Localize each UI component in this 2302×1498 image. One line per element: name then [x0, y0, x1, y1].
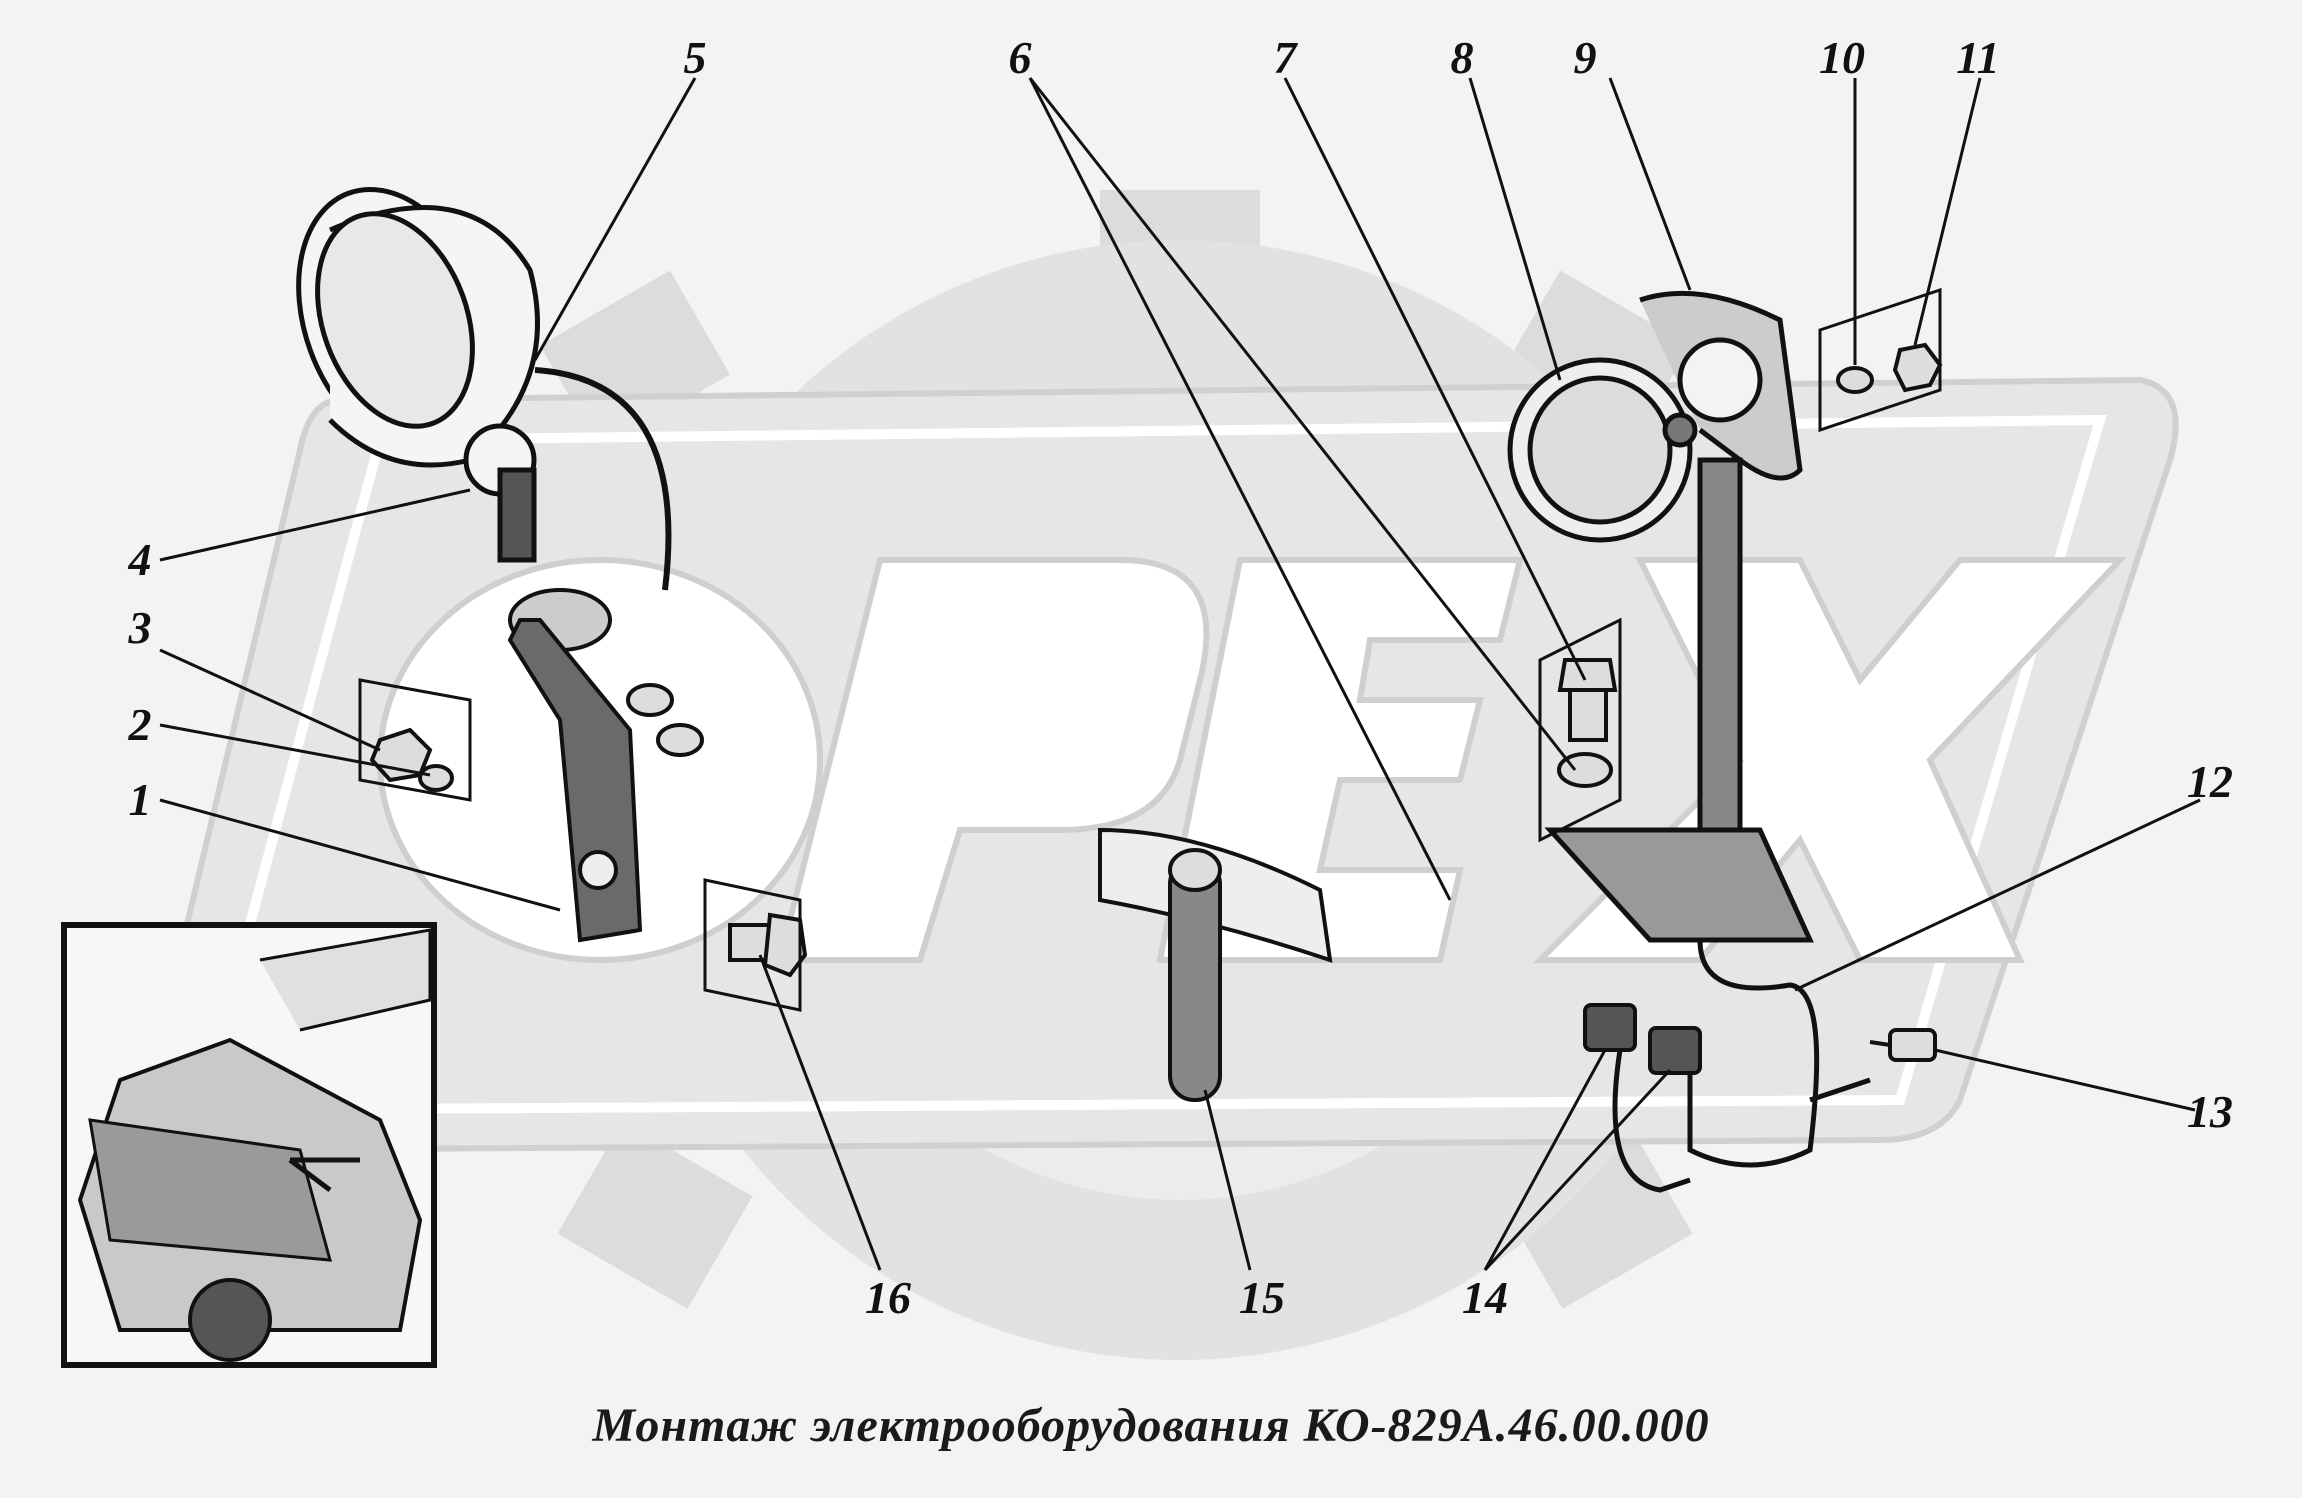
callout-13: 13 — [2187, 1086, 2233, 1137]
callout-12: 12 — [2187, 756, 2233, 807]
callout-8: 8 — [1450, 32, 1474, 83]
mounting-bracket — [507, 588, 704, 943]
callout-9: 9 — [1573, 32, 1597, 83]
bolt-7-washer-6 — [1557, 658, 1618, 788]
headlamp-cable — [534, 367, 672, 591]
callout-7: 7 — [1273, 32, 1297, 83]
callout-6: 6 — [1008, 32, 1032, 83]
headlamp — [296, 186, 540, 563]
callout-1: 1 — [128, 774, 152, 825]
callout-2: 2 — [128, 699, 152, 750]
callout-3: 3 — [128, 602, 152, 653]
callout-15: 15 — [1239, 1272, 1285, 1323]
connectors-14 — [1583, 1003, 1702, 1075]
explode-frame-nut — [1818, 287, 1942, 433]
callout-11: 11 — [1956, 32, 2000, 83]
leader-lines — [159, 77, 2201, 1272]
callout-14: 14 — [1462, 1272, 1508, 1323]
nut-washer-right — [1836, 342, 1943, 394]
bolt-16 — [728, 912, 808, 978]
callout-16: 16 — [865, 1272, 911, 1323]
wiring-harness — [1612, 939, 1871, 1193]
side-lamp-stand — [1507, 290, 1814, 943]
callout-5: 5 — [683, 32, 707, 83]
inset-truck-view — [61, 922, 437, 1368]
explode-frame-bolt — [703, 878, 802, 1012]
callout-10: 10 — [1819, 32, 1865, 83]
explode-frame-left — [358, 678, 472, 802]
plug-13 — [1869, 1028, 1937, 1062]
explode-frame-right — [1538, 617, 1622, 843]
diagram-caption: Монтаж электрооборудования КО-829А.46.00… — [592, 1399, 1710, 1452]
cable-strap — [1098, 827, 1333, 1102]
callout-4: 4 — [128, 534, 152, 585]
